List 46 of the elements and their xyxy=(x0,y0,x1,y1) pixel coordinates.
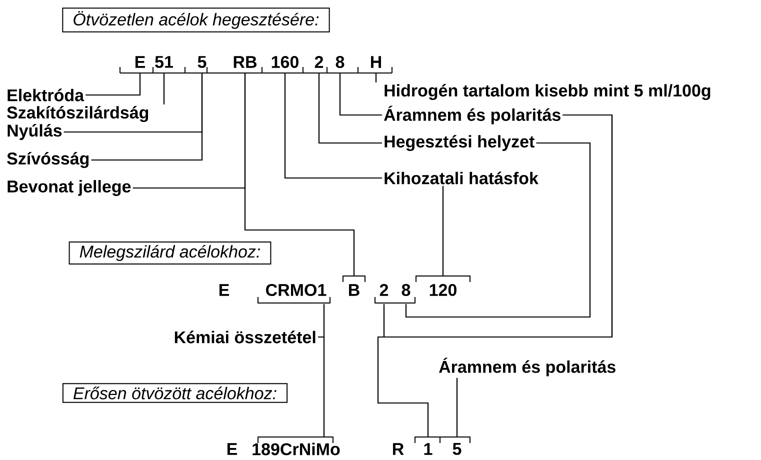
code-symbol: 120 xyxy=(430,284,456,296)
label-text: Szívósság xyxy=(7,152,89,168)
code-symbol: 8 xyxy=(336,56,344,68)
code-symbol: E xyxy=(227,443,238,455)
leader-line xyxy=(91,74,203,161)
label-text: Hidrogén tartalom kisebb mint 5 ml/100g xyxy=(384,84,710,100)
leader-line xyxy=(442,186,444,276)
leader-line xyxy=(377,114,613,436)
code-symbol: 2 xyxy=(380,284,388,296)
leader-line xyxy=(86,74,141,96)
label-text: Nyúlás xyxy=(8,124,62,140)
label-text: Áramnem és polaritás xyxy=(438,358,616,376)
label-text: Szakítószilárdság xyxy=(7,106,148,122)
code-symbol: 51 xyxy=(155,56,173,68)
label-text: Áramnem és polaritás xyxy=(384,106,560,124)
leader-line xyxy=(163,74,165,104)
code-symbol: 189CrNiMo xyxy=(252,442,340,456)
leader-line xyxy=(318,74,382,144)
leader-line xyxy=(456,378,458,436)
code-symbol: 5 xyxy=(452,443,462,455)
heading-box: Melegszilárd acélokhoz: xyxy=(68,241,272,265)
code-symbol: H xyxy=(371,56,381,68)
code-symbol: 1 xyxy=(424,443,432,455)
label-text: Kémiai összetétel xyxy=(174,330,316,344)
leader-line xyxy=(284,74,382,179)
label-text: Hegesztési helyzet xyxy=(384,134,534,152)
heading-box: Ötvözetlen acélok hegesztésére: xyxy=(62,8,330,32)
leader-line xyxy=(339,74,382,116)
leader-line xyxy=(244,74,355,276)
leader-line xyxy=(405,142,591,318)
label-text: Bevonat jellege xyxy=(8,180,131,196)
code-symbol: RB xyxy=(234,56,257,68)
label-text: Elektróda xyxy=(8,88,84,102)
code-symbol: E xyxy=(219,284,230,296)
heading-box: Erősen ötvözött acélokhoz: xyxy=(62,383,288,403)
leader-line xyxy=(318,336,325,436)
code-symbol: R xyxy=(393,443,404,455)
code-symbol: 8 xyxy=(402,284,410,296)
code-symbol: 2 xyxy=(314,56,324,68)
code-symbol: E xyxy=(135,56,146,68)
code-symbol: CRMO1 xyxy=(266,284,326,296)
leader-line xyxy=(375,74,377,82)
code-symbol: 5 xyxy=(198,56,206,68)
label-text: Kihozatali hatásfok xyxy=(384,172,538,184)
code-symbol: 160 xyxy=(272,56,298,68)
code-symbol: B xyxy=(349,284,360,296)
